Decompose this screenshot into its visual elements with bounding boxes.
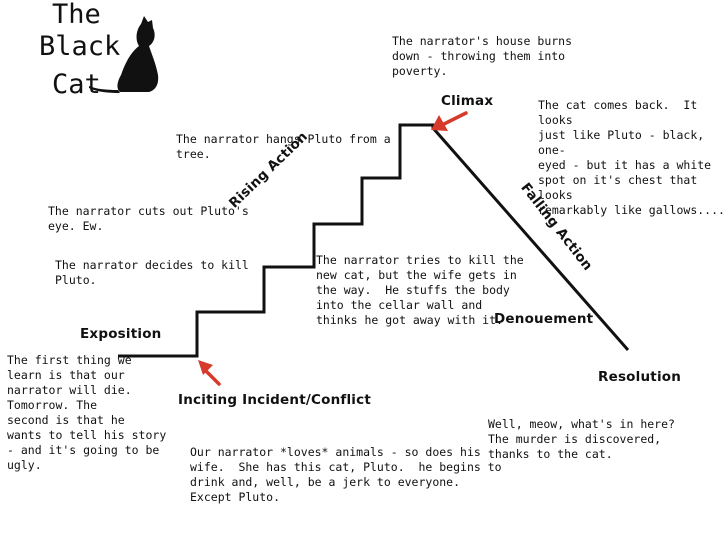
climax-arrow-icon: [431, 111, 468, 131]
title-line-cat: Cat: [52, 69, 101, 100]
note-kill-new-cat: The narrator tries to kill the new cat, …: [316, 253, 524, 327]
black-cat-icon: [89, 16, 159, 93]
label-climax: Climax: [441, 93, 494, 109]
plot-line: [118, 123, 630, 358]
note-hangs-pluto: The narrator hangs Pluto from a tree.: [176, 132, 391, 161]
note-loves-animals: Our narrator *loves* animals - so does h…: [190, 445, 502, 504]
label-inciting-incident: Inciting Incident/Conflict: [178, 392, 371, 408]
inciting-arrow-icon: [198, 360, 221, 386]
note-meow: Well, meow, what's in here? The murder i…: [488, 417, 675, 461]
note-cat-returns: The cat comes back. It looks just like P…: [538, 98, 725, 217]
note-house-burns: The narrator's house burns down - throwi…: [392, 34, 573, 78]
label-exposition: Exposition: [80, 326, 162, 342]
label-resolution: Resolution: [598, 369, 682, 385]
title-line-black: Black: [39, 31, 121, 62]
note-decides-kill: The narrator decides to kill Pluto.: [55, 258, 249, 287]
label-denouement: Denouement: [494, 311, 594, 327]
note-cuts-eye: The narrator cuts out Pluto's eye. Ew.: [48, 204, 249, 233]
title-line-the: The: [52, 0, 101, 30]
note-first-thing: The first thing we learn is that our nar…: [7, 353, 167, 472]
